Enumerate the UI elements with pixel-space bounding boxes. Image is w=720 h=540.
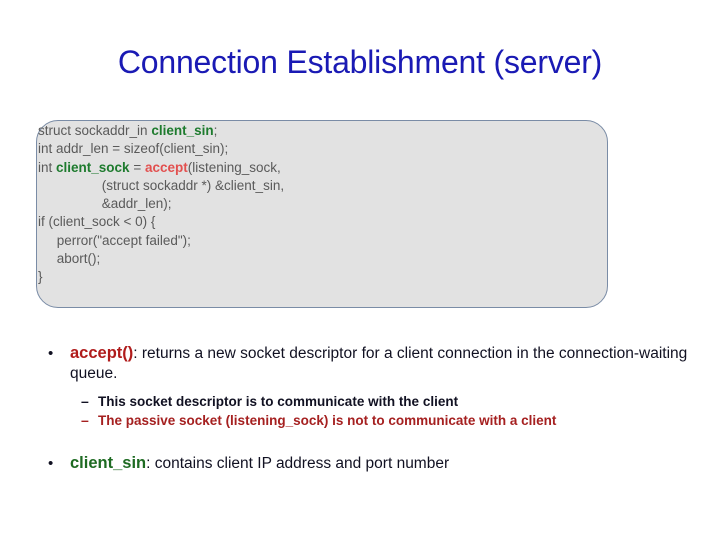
code-token: ; [213,123,218,138]
sub-bullet-text: The passive socket (listening_sock) is n… [98,413,557,428]
code-line: int addr_len = sizeof(client_sin); [38,140,608,158]
page-title: Connection Establishment (server) [117,44,603,80]
sub-bullet-item: –This socket descriptor is to communicat… [0,392,720,411]
code-token: struct sockaddr_in [38,123,152,138]
bullet-item: • accept(): returns a new socket descript… [0,344,720,383]
bullet-item: • client_sin: contains client IP address … [0,454,720,474]
code-token: perror("accept failed"); [38,232,191,248]
code-token: = [129,159,145,175]
code-token: &addr_len); [38,196,172,212]
code-line: } [38,268,608,286]
code-token: client_sin [151,123,214,138]
sub-bullet-marker-icon: – [81,393,89,409]
code-line: abort(); [38,250,608,268]
code-snippet-text: struct sockaddr_in client_sin;int addr_l… [38,122,608,287]
code-token: (struct sockaddr *) &client_sin, [38,177,285,193]
sub-bullet-text: This socket descriptor is to communicate… [98,394,459,409]
code-token: abort(); [38,251,101,267]
code-token: client_sock [56,159,130,175]
code-snippet-box [36,120,608,308]
code-line: struct sockaddr_in client_sin; [38,122,608,140]
bullet-keyword: client_sin [70,454,147,472]
bullet-marker-icon: • [48,455,54,472]
code-token: accept [144,159,188,175]
bullet-text: : contains client IP address and port nu… [146,455,450,472]
code-line: perror("accept failed"); [38,232,608,250]
code-line: (struct sockaddr *) &client_sin, [38,177,608,195]
code-token: (listening_sock, [187,159,281,175]
sub-bullet-item: –The passive socket (listening_sock) is … [0,411,720,430]
code-line: &addr_len); [38,195,608,213]
code-token: if (client_sock < 0) { [38,214,156,230]
code-token: int [38,159,57,175]
sub-bullet-marker-icon: – [81,412,89,428]
code-line: if (client_sock < 0) { [38,213,608,231]
code-token: } [38,269,43,285]
bullet-list: • accept(): returns a new socket descript… [0,344,720,474]
bullet-keyword: accept() [70,344,134,362]
bullet-marker-icon: • [48,345,54,362]
sub-bullet-group: –This socket descriptor is to communicat… [0,392,720,430]
code-token: int addr_len = sizeof(client_sin); [38,141,229,157]
bullet-text: : returns a new socket descriptor for a … [70,345,688,382]
code-line: int client_sock = accept(listening_sock, [38,159,608,177]
